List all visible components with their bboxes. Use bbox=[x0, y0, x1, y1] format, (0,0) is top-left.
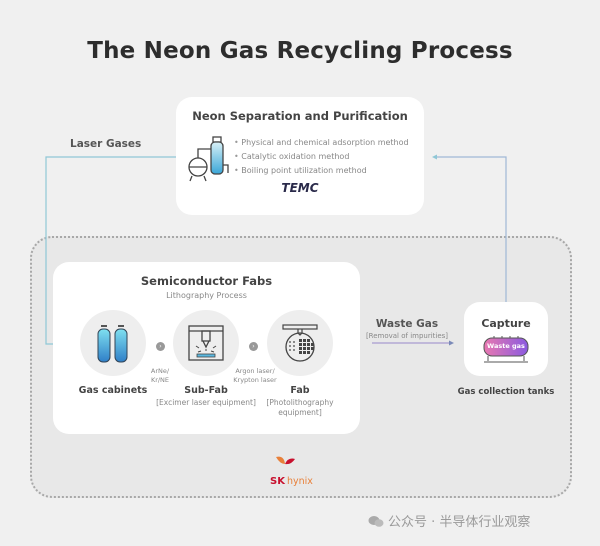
step-arrow-icon: › bbox=[249, 342, 258, 351]
stage-label: Sub-Fab bbox=[184, 385, 228, 396]
sk-text: SK bbox=[270, 476, 285, 487]
temc-logo: TEMC bbox=[281, 181, 319, 195]
capture-card: Capture Waste gas bbox=[464, 302, 548, 376]
wafer-icon bbox=[282, 324, 318, 362]
tank-text: Waste gas bbox=[487, 342, 525, 350]
stage-sub: [Photolithography equipment] bbox=[266, 398, 334, 417]
gas-cylinders-icon bbox=[97, 325, 128, 363]
gas-cabinets-circle bbox=[80, 310, 146, 376]
watermark: 公众号 · 半导体行业观察 bbox=[368, 511, 530, 530]
fabs-subtitle: Lithography Process bbox=[166, 291, 247, 300]
separation-title: Neon Separation and Purification bbox=[192, 109, 408, 123]
wechat-icon bbox=[368, 515, 384, 528]
sub-fab-circle bbox=[173, 310, 239, 376]
waste-gas-label: Waste Gas bbox=[375, 318, 439, 330]
stage-sub: [Excimer laser equipment] bbox=[156, 398, 256, 407]
fabs-title: Semiconductor Fabs bbox=[140, 274, 273, 288]
waste-gas-sublabel: [Removal of impurities] bbox=[365, 332, 449, 340]
laser-gases-label: Laser Gases bbox=[70, 138, 142, 150]
separation-methods: Physical and chemical adsorption method … bbox=[234, 136, 409, 178]
gas-collection-label: Gas collection tanks bbox=[457, 387, 555, 397]
method-item: Boiling point utilization method bbox=[234, 164, 409, 178]
waste-gas-arrowhead bbox=[449, 340, 454, 346]
excimer-laser-icon bbox=[188, 325, 224, 361]
distillation-column-icon bbox=[188, 136, 229, 182]
recycle-arrowhead bbox=[432, 154, 437, 160]
method-item: Physical and chemical adsorption method bbox=[234, 136, 408, 150]
fab-circle bbox=[267, 310, 333, 376]
butterfly-icon bbox=[276, 456, 295, 465]
stage-label: Fab bbox=[290, 385, 310, 396]
method-item: Catalytic oxidation method bbox=[234, 150, 409, 164]
recycle-line bbox=[434, 156, 507, 302]
separation-card: Neon Separation and Purification Physica… bbox=[176, 97, 424, 215]
transition-note: Argon laser/ Krypton laser bbox=[233, 367, 277, 384]
transition-note: ArNe/ Kr/NE bbox=[150, 367, 170, 384]
capture-title: Capture bbox=[481, 317, 531, 330]
page-title: The Neon Gas Recycling Process bbox=[87, 38, 513, 64]
gas-tank-icon: Waste gas bbox=[480, 335, 532, 365]
step-arrow-icon: › bbox=[156, 342, 165, 351]
fabs-card: Semiconductor Fabs Lithography Process G… bbox=[53, 262, 360, 434]
watermark-text: 公众号 · 半导体行业观察 bbox=[388, 515, 531, 530]
hynix-text: hynix bbox=[286, 476, 313, 487]
stage-label: Gas cabinets bbox=[78, 385, 148, 396]
